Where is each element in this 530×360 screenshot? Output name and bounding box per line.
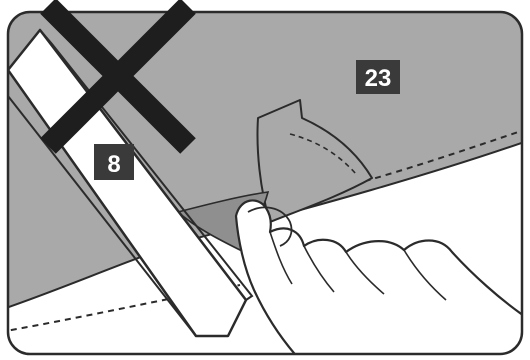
callout-label-23: 23 [365, 65, 392, 92]
callout-label-8: 8 [107, 151, 120, 178]
callout-badge-23: 23 [356, 60, 400, 94]
callout-badge-8: 8 [94, 144, 134, 180]
